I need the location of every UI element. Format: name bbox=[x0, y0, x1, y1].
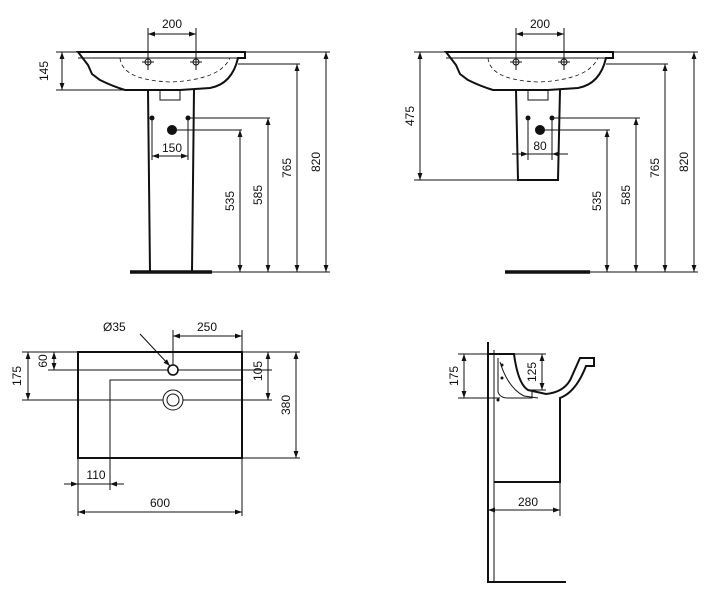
dim-overall-depth: 380 bbox=[279, 395, 293, 415]
dim-overall-height: 820 bbox=[309, 152, 323, 172]
basin-plan-bowl bbox=[109, 379, 242, 458]
dim-tap-hole-depth: 60 bbox=[36, 354, 50, 368]
waste-plan-inner bbox=[166, 393, 180, 407]
basin-plan-outline bbox=[77, 351, 243, 459]
dim-rim-height: 765 bbox=[280, 158, 294, 178]
front-semi-pedestal-view: 200 475 80 535 585 765 820 bbox=[403, 17, 698, 274]
semi-pedestal-body bbox=[515, 89, 561, 181]
dim-supply-height: 585 bbox=[251, 185, 265, 205]
dim-bowl-depth: 125 bbox=[525, 362, 539, 382]
basin-side-inner bbox=[499, 361, 539, 399]
waste-outlet bbox=[159, 89, 181, 101]
dim-basin-depth: 145 bbox=[37, 61, 51, 81]
dim-tap-spacing-2: 200 bbox=[530, 17, 550, 31]
dim-waste-spacing-2: 80 bbox=[533, 139, 547, 153]
basin-bowl-line bbox=[119, 57, 231, 83]
waste-pipe-center bbox=[167, 125, 177, 135]
waste-plan-outer bbox=[162, 389, 184, 411]
dim-rim-height-2: 765 bbox=[648, 158, 662, 178]
dim-shelf-width: 110 bbox=[86, 468, 105, 482]
dim-overall-width: 600 bbox=[150, 496, 170, 510]
dim-pedestal-depth: 280 bbox=[518, 495, 538, 509]
plan-view: Ø35 250 60 175 105 380 110 600 bbox=[10, 320, 300, 516]
basin-side-profile bbox=[488, 353, 595, 483]
dim-waste-depth: 175 bbox=[10, 366, 24, 386]
dim-overall-height-2: 820 bbox=[677, 152, 691, 172]
tap-hole-plan bbox=[167, 364, 179, 376]
dim-supply-height-2: 585 bbox=[619, 185, 633, 205]
dim-rim-to-waste: 175 bbox=[447, 366, 461, 386]
side-view: 175 125 280 bbox=[447, 342, 595, 583]
front-pedestal-view: 200 145 150 535 585 765 820 bbox=[37, 17, 330, 274]
dim-tap-to-waste: 105 bbox=[251, 361, 265, 381]
wall-outline bbox=[487, 342, 566, 583]
dim-tap-hole-diameter: Ø35 bbox=[103, 320, 126, 334]
dim-tap-offset: 250 bbox=[197, 320, 217, 334]
trap-outline bbox=[497, 358, 533, 399]
dim-pedestal-bottom: 475 bbox=[403, 106, 417, 126]
dim-waste-height: 535 bbox=[223, 191, 237, 211]
dim-waste-spacing: 150 bbox=[162, 141, 182, 155]
dim-waste-height-2: 535 bbox=[590, 191, 604, 211]
dim-tap-spacing: 200 bbox=[162, 17, 182, 31]
